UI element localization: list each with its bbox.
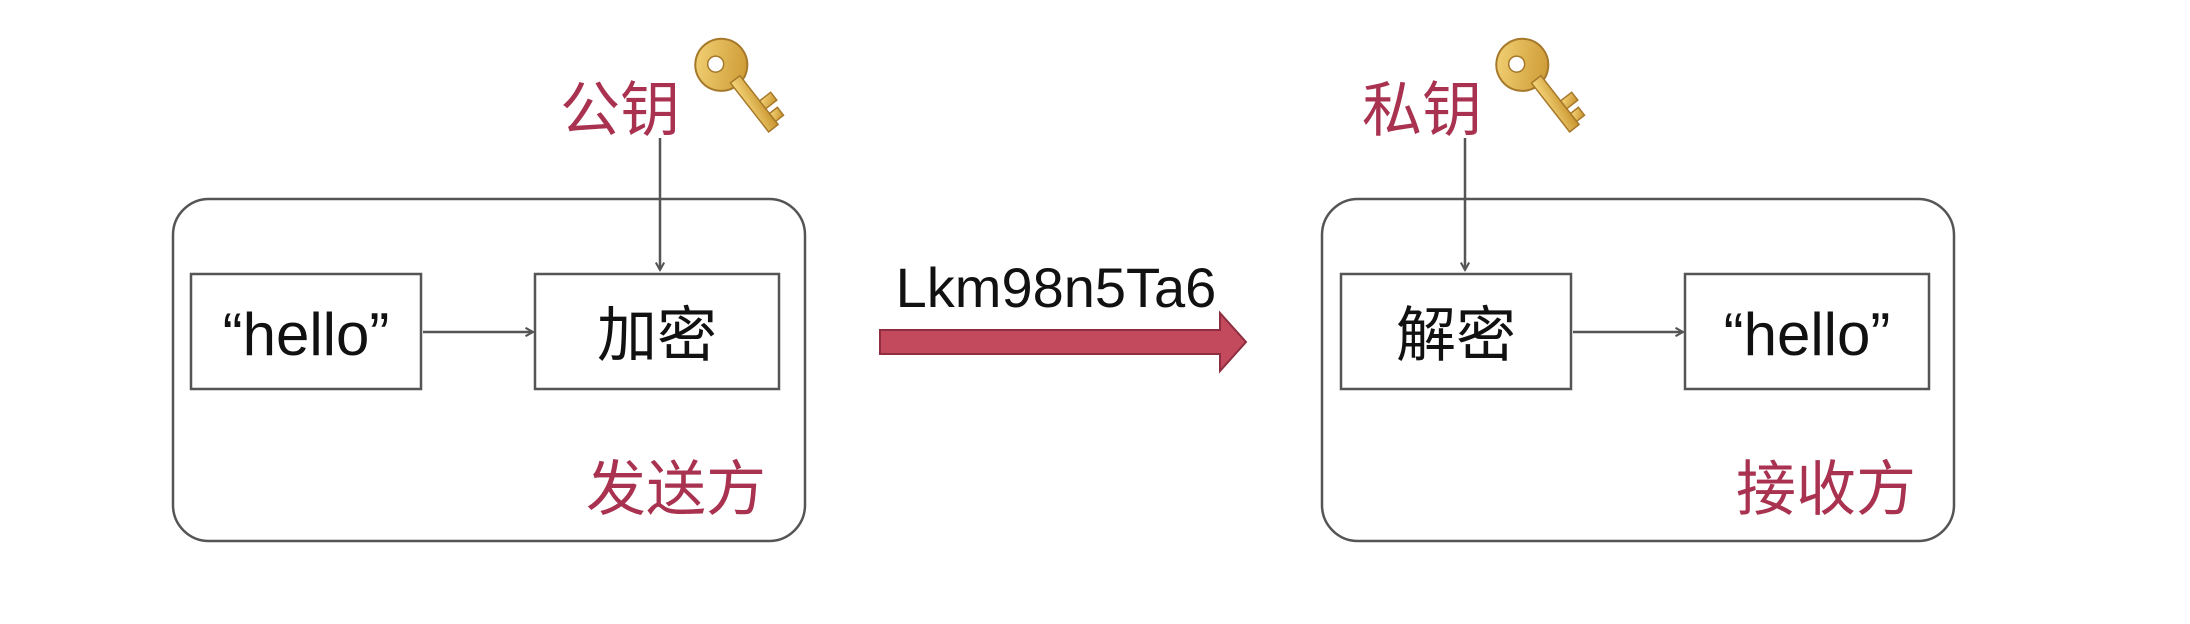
- decrypt-label: 解密: [1396, 302, 1516, 369]
- key-icon: [1495, 37, 1586, 133]
- key-icon: [694, 37, 785, 133]
- sender-label: 发送方: [586, 456, 766, 523]
- encrypt-label: 加密: [597, 302, 717, 369]
- sender-plaintext: “hello”: [223, 301, 390, 368]
- transfer-arrow: [879, 310, 1248, 374]
- receiver-plaintext-box: [1683, 272, 1931, 391]
- public-key-label: 公钥: [560, 77, 680, 144]
- sender-plaintext-box: [189, 272, 423, 391]
- receiver-frame: [1320, 197, 1956, 543]
- private-key-label: 私钥: [1362, 77, 1482, 144]
- ciphertext: Lkm98n5Ta6: [896, 256, 1217, 319]
- encrypt-box: [533, 272, 781, 391]
- sender-frame: [171, 197, 807, 543]
- receiver-plaintext: “hello”: [1724, 301, 1891, 368]
- receiver-panel: 解密 “hello” 私钥 接收方: [1320, 37, 1956, 543]
- decrypt-box: [1339, 272, 1573, 391]
- transfer: Lkm98n5Ta6: [879, 256, 1248, 374]
- receiver-label: 接收方: [1736, 456, 1916, 523]
- sender-panel: “hello” 加密 公钥 发送方: [171, 37, 807, 543]
